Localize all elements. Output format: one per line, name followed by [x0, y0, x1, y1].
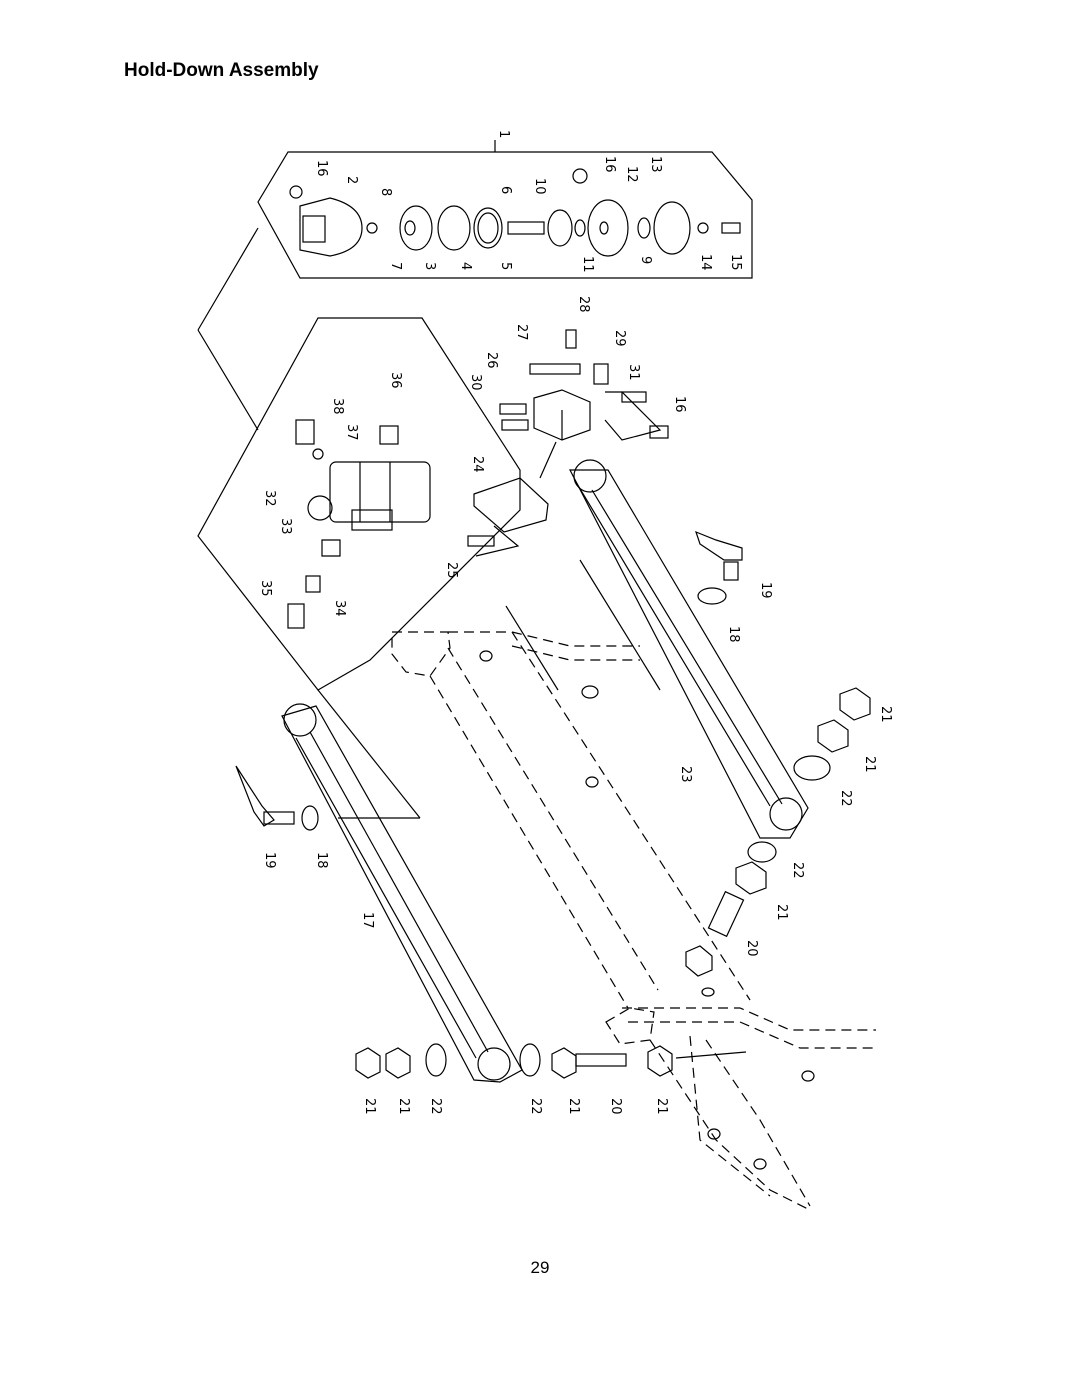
callout-28: 28	[576, 296, 591, 313]
callout-15: 15	[728, 254, 743, 271]
page-number: 29	[530, 1258, 550, 1277]
callout-5: 5	[498, 262, 513, 270]
callout-19-right: 19	[758, 582, 773, 599]
callout-16-mid: 16	[672, 396, 687, 413]
handles-and-washers	[235, 530, 743, 831]
callout-17: 17	[360, 912, 375, 929]
callout-19-left: 19	[262, 852, 277, 869]
callout-13: 13	[648, 156, 663, 173]
arm-right	[569, 459, 809, 839]
callout-35: 35	[258, 580, 273, 597]
table-frame-dashed	[391, 631, 876, 1211]
callout-22-c: 22	[428, 1098, 443, 1115]
callout-20-right: 20	[744, 940, 759, 957]
regulator-unit	[287, 419, 431, 629]
callout-23: 23	[678, 766, 693, 783]
cylinder-parts-row	[289, 168, 741, 257]
hardware-bottom	[355, 1043, 673, 1079]
callout-37: 37	[344, 424, 359, 441]
callout-8: 8	[378, 188, 393, 196]
callout-2: 2	[344, 176, 359, 184]
callout-30: 30	[468, 374, 483, 391]
callout-12: 12	[624, 166, 639, 183]
callout-32: 32	[262, 490, 277, 507]
page-title: Hold-Down Assembly	[124, 60, 319, 81]
callout-14: 14	[698, 254, 713, 271]
callout-22-d: 22	[528, 1098, 543, 1115]
callout-22-a: 22	[838, 790, 853, 807]
callout-29: 29	[612, 330, 627, 347]
callout-18-left: 18	[314, 852, 329, 869]
callout-34: 34	[332, 600, 347, 617]
callout-36: 36	[388, 372, 403, 389]
callout-labels: 1 16 2 8 6 10 16 12 13 7 3 4 5 11 9 14 1…	[258, 130, 893, 1115]
regulator-assembly-panel	[197, 317, 521, 691]
callout-16-top-left: 16	[314, 160, 329, 177]
callout-21-e: 21	[396, 1098, 411, 1115]
frame-holes	[479, 650, 815, 1170]
callout-33: 33	[278, 518, 293, 535]
callout-22-b: 22	[790, 862, 805, 879]
callout-26: 26	[484, 352, 499, 369]
valve-block-group	[499, 329, 669, 479]
callout-16-top-right: 16	[602, 156, 617, 173]
callout-27: 27	[514, 324, 529, 341]
callout-4: 4	[458, 262, 473, 270]
bracket-group	[467, 477, 549, 557]
callout-25: 25	[444, 562, 459, 579]
callout-31: 31	[626, 364, 641, 381]
callout-3: 3	[422, 262, 437, 270]
callout-21-a: 21	[878, 706, 893, 723]
callout-38: 38	[330, 398, 345, 415]
callout-18-right: 18	[726, 626, 741, 643]
callout-21-g: 21	[654, 1098, 669, 1115]
callout-21-f: 21	[566, 1098, 581, 1115]
callout-7: 7	[388, 262, 403, 270]
callout-24: 24	[470, 456, 485, 473]
hardware-right	[685, 687, 871, 997]
callout-6: 6	[498, 186, 513, 194]
callout-11: 11	[580, 256, 595, 273]
arm-left	[281, 703, 523, 1083]
cylinder-assembly-panel	[257, 151, 753, 279]
callout-1: 1	[496, 130, 511, 138]
callout-10: 10	[532, 178, 547, 195]
callout-21-d: 21	[362, 1098, 377, 1115]
callout-21-c: 21	[774, 904, 789, 921]
callout-9: 9	[638, 256, 653, 264]
callout-21-b: 21	[862, 756, 877, 773]
callout-20-bottom: 20	[608, 1098, 623, 1115]
